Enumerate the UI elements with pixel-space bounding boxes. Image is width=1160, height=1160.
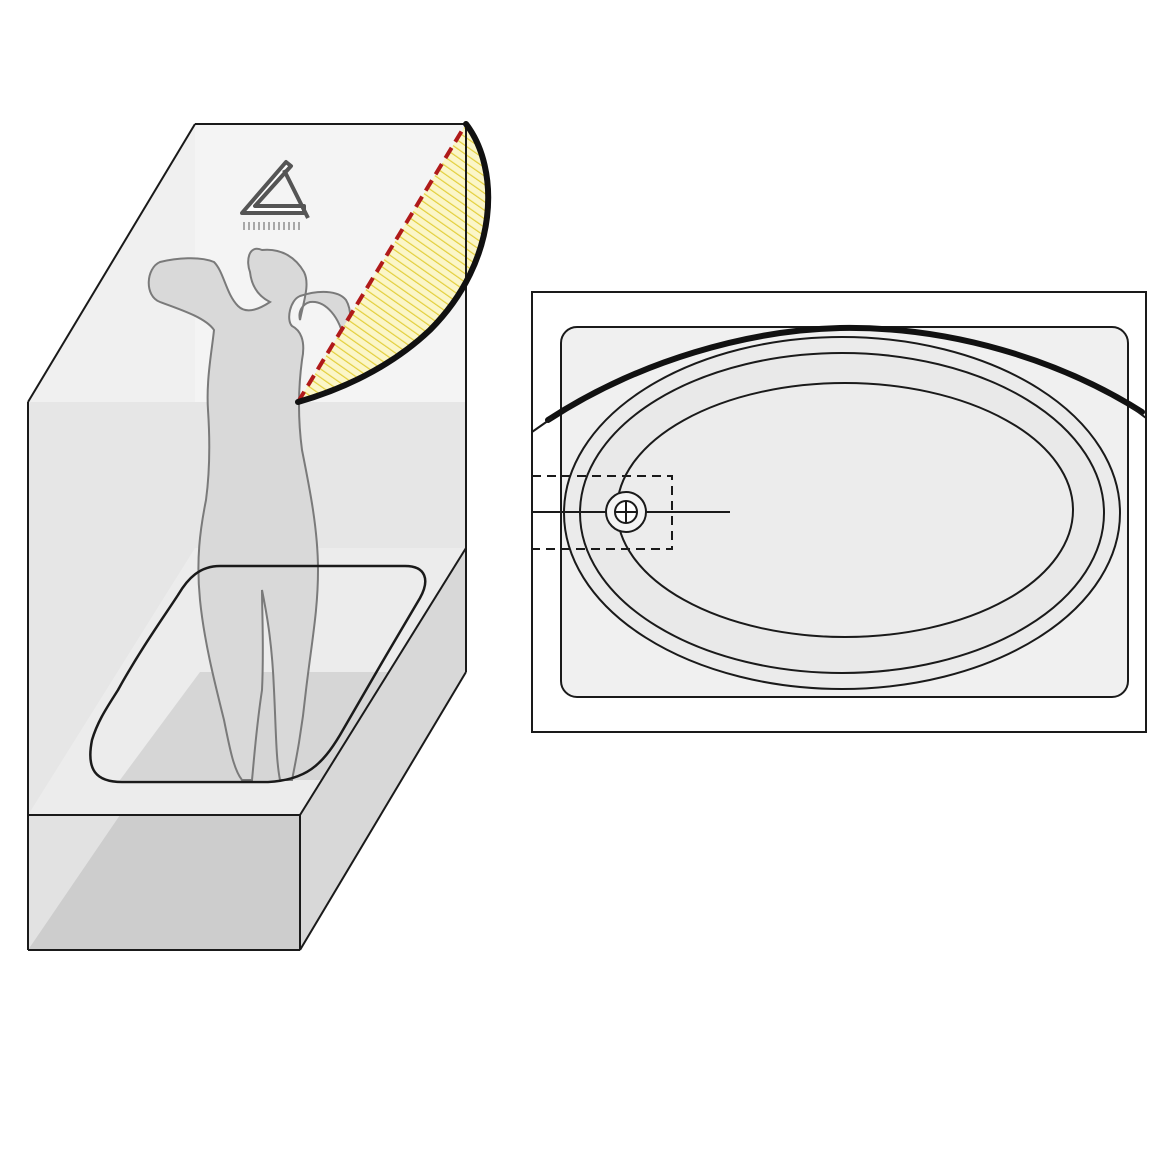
left-wall-mount — [531, 417, 553, 433]
straight-rod-dashed — [296, 122, 468, 404]
enclosure-outline — [27, 123, 467, 951]
basin-inner — [616, 382, 1074, 638]
tub-front-shadow — [28, 815, 300, 950]
shower-head-icon — [240, 160, 310, 230]
top-view — [531, 291, 1147, 733]
right-wall-mount — [1129, 405, 1147, 419]
extra-elbow-room-area — [298, 124, 489, 402]
drain-icon — [605, 491, 647, 533]
person-figure — [147, 247, 352, 781]
tub-basin-outline — [89, 564, 427, 784]
top-view-curved-rod — [545, 324, 1145, 423]
curved-shower-rod — [295, 121, 492, 405]
tub-side-face — [300, 548, 466, 950]
perspective-view — [27, 121, 492, 951]
